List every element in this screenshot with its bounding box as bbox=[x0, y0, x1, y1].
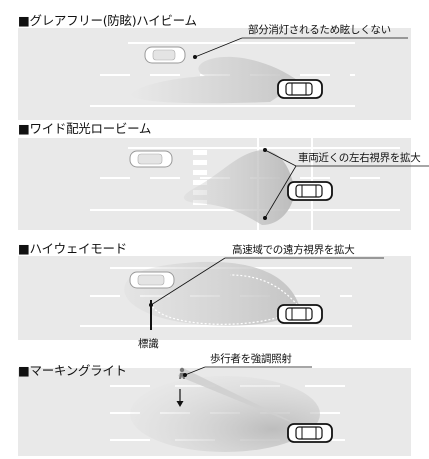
callout-leader bbox=[150, 257, 226, 306]
beam-shape bbox=[130, 376, 320, 452]
own-car bbox=[287, 181, 333, 201]
sign-label: 標識 bbox=[138, 338, 159, 350]
oncoming-car bbox=[129, 150, 173, 168]
marking-beam bbox=[178, 368, 305, 428]
beam-outline bbox=[151, 301, 301, 325]
panel-title-wide-low-beam: ■ワイド配光ロービーム bbox=[18, 121, 152, 136]
callout-dot bbox=[149, 303, 153, 307]
beam-shape bbox=[183, 150, 295, 225]
own-car bbox=[277, 79, 323, 99]
callout-glare-free: 部分消灯されるため眩しくない bbox=[248, 24, 391, 36]
oncoming-car bbox=[144, 46, 186, 64]
beam-outline bbox=[229, 274, 301, 309]
beam-shape bbox=[130, 56, 300, 104]
callout-dot bbox=[263, 148, 267, 152]
panel-title-highway-mode: ■ハイウェイモード bbox=[18, 241, 127, 256]
own-car bbox=[287, 423, 333, 443]
callout-dot bbox=[183, 373, 187, 377]
own-car bbox=[277, 304, 323, 324]
callout-leader bbox=[194, 37, 243, 58]
callout-wide-low-beam: 車両近くの左右視界を拡大 bbox=[298, 152, 421, 164]
down-arrow-icon bbox=[176, 389, 184, 407]
callout-highway-mode: 高速域での遠方視界を拡大 bbox=[232, 244, 355, 256]
panel-title-glare-free: ■グレアフリー(防眩)ハイビーム bbox=[18, 13, 197, 28]
oncoming-car bbox=[129, 271, 175, 289]
callout-dot bbox=[193, 55, 197, 59]
callout-leader bbox=[264, 165, 297, 219]
panel-title-marking-light: ■マーキングライト bbox=[18, 363, 127, 378]
callout-leader bbox=[264, 149, 297, 167]
callout-marking-light: 歩行者を強調照射 bbox=[210, 353, 292, 365]
callout-dot bbox=[263, 216, 267, 220]
callout-leader bbox=[184, 366, 206, 376]
